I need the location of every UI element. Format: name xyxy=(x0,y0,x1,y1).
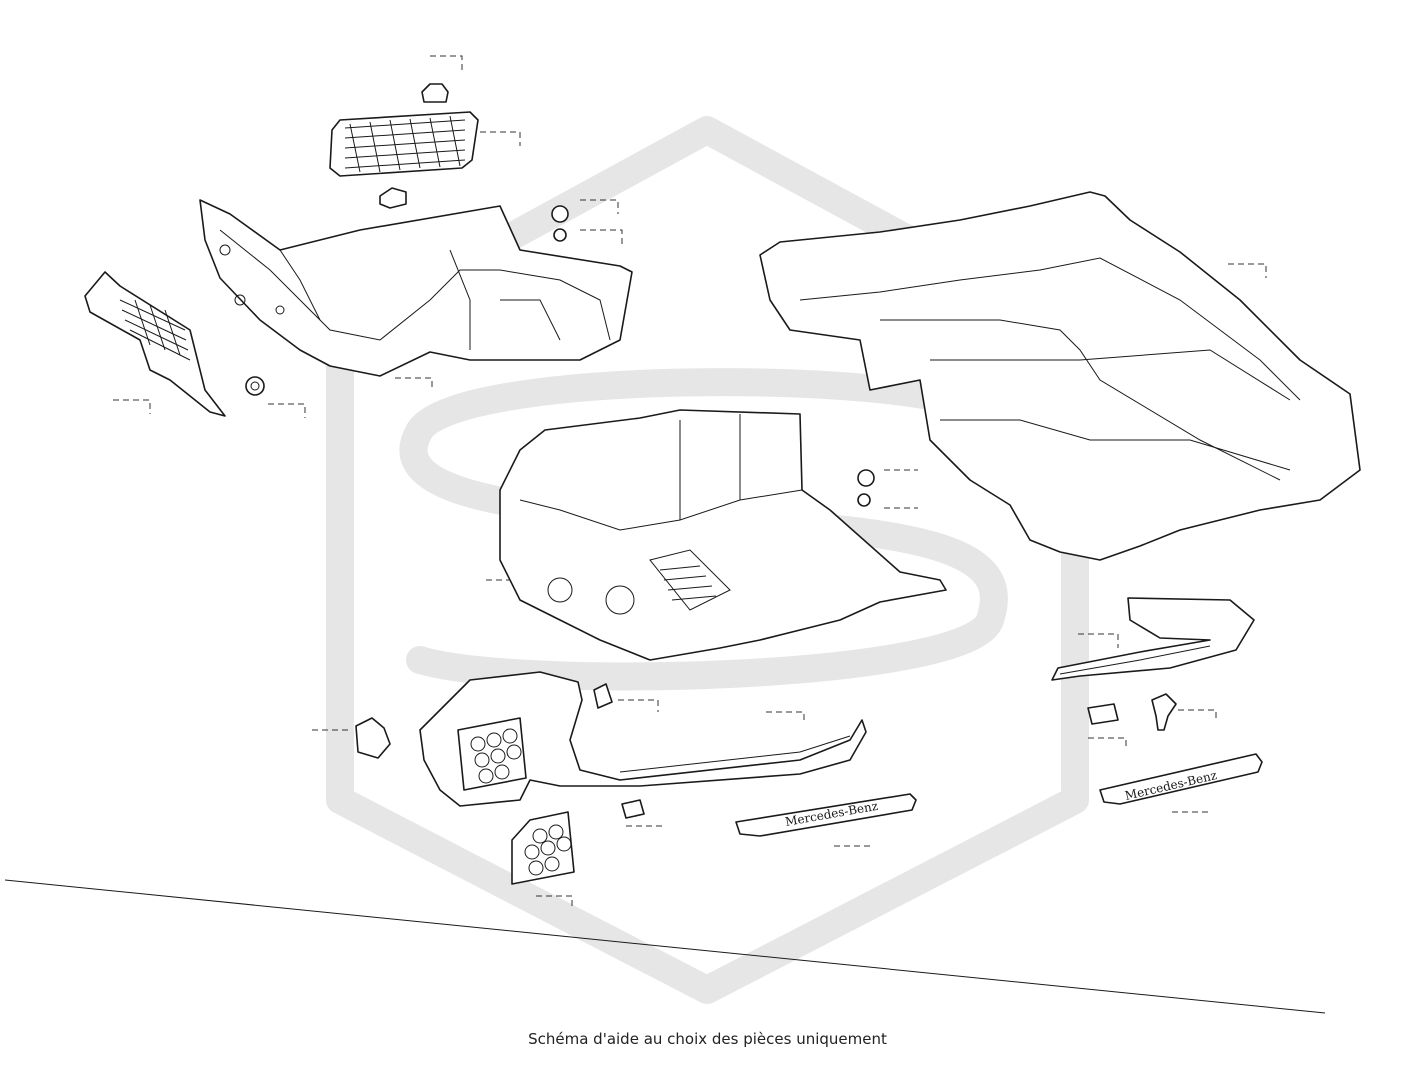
push-nuts-middle xyxy=(857,469,918,509)
mesh-grille-panel xyxy=(329,111,521,177)
sill-plate-rear: Mercedes-Benz xyxy=(1099,753,1263,813)
honeycomb-grille-1 xyxy=(457,717,527,791)
floor-line xyxy=(4,879,1326,1014)
left-side-panel xyxy=(419,671,867,807)
clips-right xyxy=(1087,693,1217,750)
rear-floor-carpet xyxy=(759,191,1361,561)
honeycomb-grille-2 xyxy=(511,811,575,906)
sill-plate-front: Mercedes-Benz xyxy=(735,793,917,847)
caption: Schéma d'aide au choix des pièces unique… xyxy=(528,1030,887,1048)
push-nuts-front xyxy=(551,199,623,244)
left-bracket xyxy=(84,271,226,417)
nut-left xyxy=(245,376,306,418)
right-sill-trim xyxy=(1051,597,1255,681)
front-carpet xyxy=(199,199,633,390)
clips-left xyxy=(312,683,664,827)
clip-top xyxy=(421,55,463,103)
trunk-tray xyxy=(486,409,947,661)
clip-grille xyxy=(379,187,407,209)
